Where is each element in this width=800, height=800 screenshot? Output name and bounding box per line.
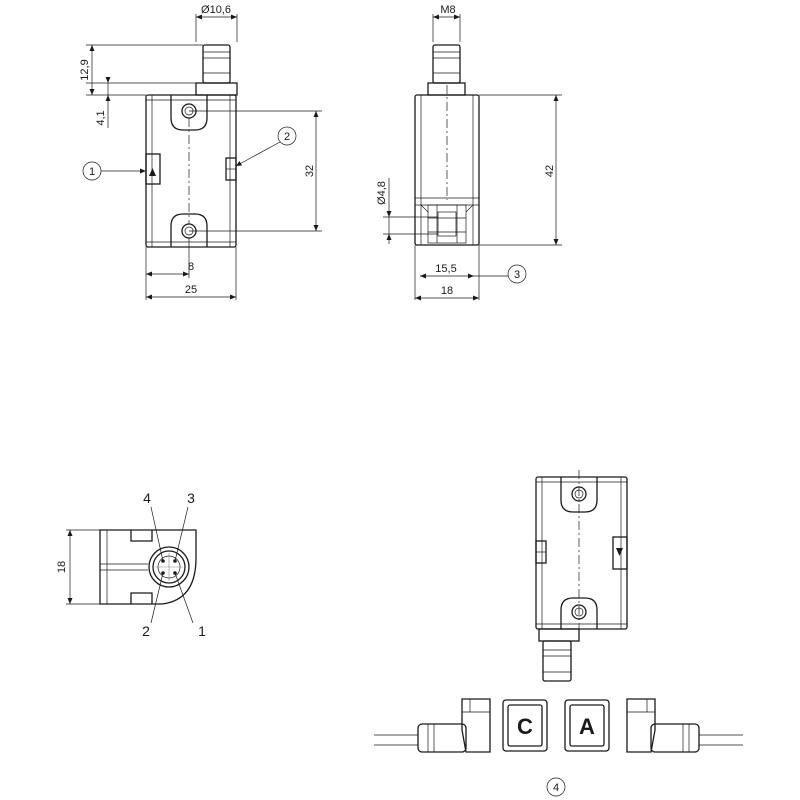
actuator-label-a: A [579,714,595,739]
pin-label-3: 3 [187,490,195,506]
callout-4: 4 [553,782,559,794]
callout-2: 2 [284,131,290,143]
front-view: Ø10,6 12,9 4,1 32 8 25 1 [79,4,322,300]
actuator-view: C A 4 [374,470,743,797]
dim-hole-dia: Ø4,8 [376,181,388,205]
dim-hole-spacing: 32 [304,165,316,177]
dim-side-width: 18 [441,285,453,297]
side-view: M8 42 Ø4,8 15,5 18 3 [376,4,562,301]
pin-label-1: 1 [198,623,206,639]
pin-label-2: 2 [142,623,150,639]
dim-thread: M8 [440,4,455,16]
actuator-label-c: C [517,714,533,739]
callout-1: 1 [89,166,95,178]
dim-inner-width: 15,5 [435,263,456,275]
pin-label-4: 4 [143,490,151,506]
dim-top-height: 12,9 [79,59,91,80]
callout-3: 3 [514,269,520,281]
dim-offset: 4,1 [95,110,107,125]
dim-hole-offset: 8 [188,261,194,273]
dim-width: 25 [185,284,197,296]
end-view: 4 3 2 1 18 [56,490,206,639]
dim-height: 42 [544,165,556,177]
dim-end-height: 18 [56,561,68,573]
dim-connector-dia: Ø10,6 [201,4,231,16]
